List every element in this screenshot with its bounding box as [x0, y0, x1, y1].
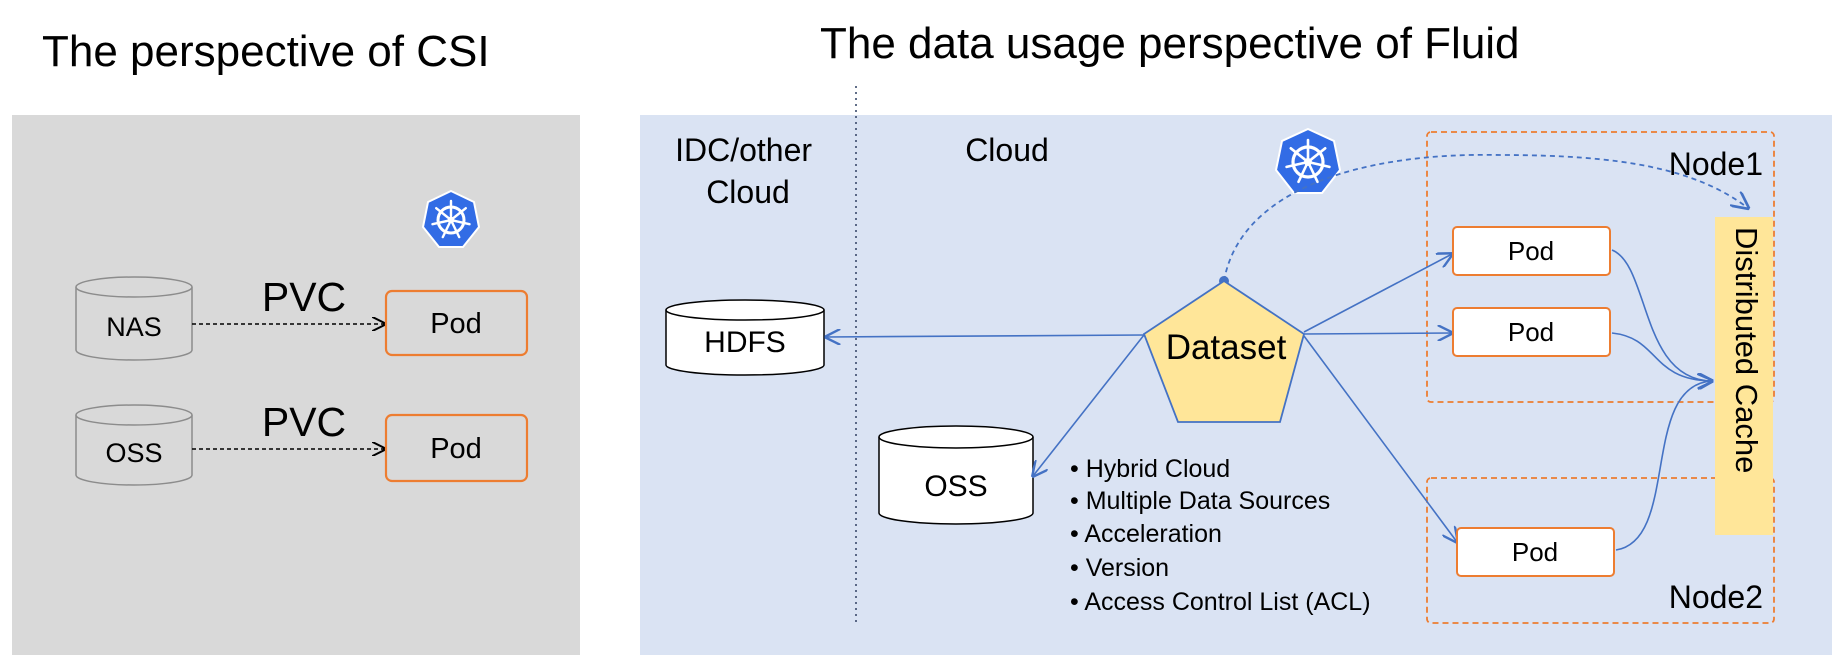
fluid-pod-label-1: Pod [1508, 236, 1554, 266]
oss-label-fluid: OSS [924, 470, 987, 503]
nas-label: NAS [106, 312, 162, 342]
fluid-pod-box-3 [1456, 527, 1615, 577]
fluid-pod-label-3: Pod [1512, 537, 1558, 567]
node2-label: Node2 [1669, 579, 1763, 615]
node2-box [1426, 477, 1775, 624]
idc-region-line-2: Cloud [706, 174, 790, 210]
fluid-pod-box-2 [1452, 307, 1611, 357]
pod3-to-cache-curve [1615, 381, 1712, 551]
csi-title: The perspective of CSI [42, 27, 490, 76]
node1-box [1426, 131, 1775, 403]
oss-pvc-label: PVC [262, 399, 346, 445]
distributed-cache-label: Distributed Cache [1729, 227, 1764, 473]
dataset-to-oss-arrow [1033, 334, 1145, 476]
bullet-icon: • [1070, 455, 1086, 483]
feature-text-2: Multiple Data Sources [1086, 487, 1331, 515]
csi-pod-label-1: Pod [430, 308, 482, 340]
nas-pvc-label: PVC [262, 274, 346, 320]
dataset-label: Dataset [1166, 328, 1287, 367]
fluid-panel: IDC/other Cloud Cloud Node1 Node2 HDFS O… [640, 86, 1832, 655]
kubernetes-icon [421, 189, 481, 248]
bullet-icon: • [1070, 588, 1084, 616]
feature-text-4: Version [1086, 554, 1169, 582]
feature-item-1: • Hybrid Cloud [1070, 455, 1230, 483]
fluid-title: The data usage perspective of Fluid [820, 19, 1520, 68]
bullet-icon: • [1070, 520, 1084, 548]
distributed-cache-box [1715, 217, 1773, 535]
pod2-to-cache-curve [1611, 332, 1712, 381]
feature-item-4: • Version [1070, 554, 1169, 582]
csi-pod-box-1 [384, 289, 529, 357]
fluid-pod-label-2: Pod [1508, 317, 1554, 347]
hdfs-storage: HDFS [665, 299, 825, 376]
oss-storage-csi: OSS [75, 404, 193, 486]
hdfs-label: HDFS [704, 326, 786, 359]
feature-item-5: • Access Control List (ACL) [1070, 588, 1371, 616]
dataset-to-hdfs-arrow [826, 335, 1145, 337]
kubernetes-icon [1274, 127, 1342, 194]
dataset-to-cache-dashed-arrow [1223, 153, 1748, 282]
feature-text-1: Hybrid Cloud [1086, 455, 1231, 483]
cloud-region-label: Cloud [965, 132, 1049, 168]
csi-panel: NAS PVC Pod OSS PVC Pod [12, 115, 580, 655]
feature-item-3: • Acceleration [1070, 520, 1222, 548]
dataset-shape [1142, 279, 1306, 423]
bullet-icon: • [1070, 487, 1086, 515]
bullet-icon: • [1070, 554, 1086, 582]
node1-label: Node1 [1669, 146, 1763, 182]
feature-list: • Hybrid Cloud • Multiple Data Sources •… [1070, 455, 1371, 616]
dataset-to-pod3-arrow [1303, 335, 1457, 542]
feature-text-5: Access Control List (ACL) [1084, 588, 1370, 616]
csi-panel-background [12, 115, 580, 655]
idc-region-label: IDC/other Cloud [675, 132, 821, 210]
dataset-to-pod2-arrow [1303, 333, 1452, 334]
feature-text-3: Acceleration [1084, 520, 1222, 548]
nas-storage: NAS [75, 276, 193, 361]
idc-region-line-1: IDC/other [675, 132, 812, 168]
csi-pod-label-2: Pod [430, 433, 482, 465]
oss-storage-fluid: OSS [878, 425, 1034, 525]
csi-pod-box-2 [384, 413, 529, 483]
feature-item-2: • Multiple Data Sources [1070, 487, 1330, 515]
fluid-pod-box-1 [1452, 226, 1611, 276]
dataset-to-pod1-arrow [1303, 254, 1452, 333]
oss-label-csi: OSS [105, 438, 162, 468]
pod1-to-cache-curve [1611, 249, 1712, 381]
